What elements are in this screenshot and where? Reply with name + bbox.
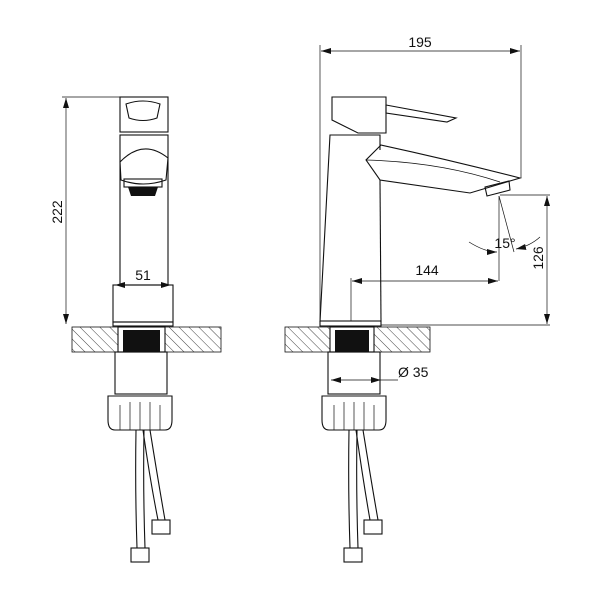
- side-view: 195 144 126 15° Ø 35: [284, 34, 550, 563]
- spout-edge: [365, 159, 501, 183]
- counter-section-left-side: [284, 326, 331, 353]
- dimension-diameter-label: Ø 35: [398, 364, 429, 380]
- mount-nut-side: [327, 351, 381, 395]
- hose-1-side: [348, 429, 359, 549]
- nut-ribs: [119, 402, 161, 430]
- base-front: [112, 284, 174, 323]
- mount-shank-side: [335, 330, 369, 352]
- dimension-base-width-label: 51: [135, 267, 151, 283]
- dimension-reach-label: 144: [415, 262, 439, 278]
- dimension-spout-height-label: 126: [530, 246, 546, 270]
- dimension-length-label: 195: [408, 34, 432, 50]
- spout-side: [365, 144, 523, 194]
- front-view: 222 51: [49, 96, 222, 563]
- hose-1: [135, 429, 146, 549]
- lock-nut-side: [321, 395, 387, 431]
- spout-front: [119, 148, 169, 185]
- lever: [385, 104, 458, 123]
- faucet-body-side: [319, 134, 381, 323]
- counter-section-right: [164, 326, 222, 353]
- angle-arrow-left: [468, 241, 498, 255]
- mount-nut: [114, 351, 168, 395]
- counter-section-left: [71, 326, 119, 353]
- dimension-height-label: 222: [49, 200, 65, 224]
- dimension-angle-label: 15°: [494, 235, 515, 251]
- mount-shank: [123, 330, 160, 352]
- base-side: [319, 320, 382, 327]
- handle-block: [119, 96, 169, 133]
- handle-top: [125, 100, 161, 122]
- lock-nut: [107, 395, 173, 431]
- hose-fitting-2-side: [363, 519, 383, 535]
- hose-2: [142, 429, 166, 521]
- base-plate: [112, 321, 174, 327]
- hose-fitting-1: [130, 547, 150, 563]
- hose-2-side: [355, 429, 379, 521]
- aerator: [128, 187, 158, 196]
- faucet-body-front: [119, 134, 169, 286]
- counter-section-right-side: [373, 326, 431, 353]
- hose-fitting-1-side: [343, 547, 363, 563]
- nut-ribs-side: [333, 402, 375, 430]
- spray-angle-line: [498, 195, 515, 253]
- angle-arrow-right: [515, 236, 541, 250]
- hose-fitting-2: [151, 519, 171, 535]
- handle-block-side: [331, 96, 387, 134]
- aerator-side: [484, 180, 511, 197]
- body-edge: [379, 179, 382, 323]
